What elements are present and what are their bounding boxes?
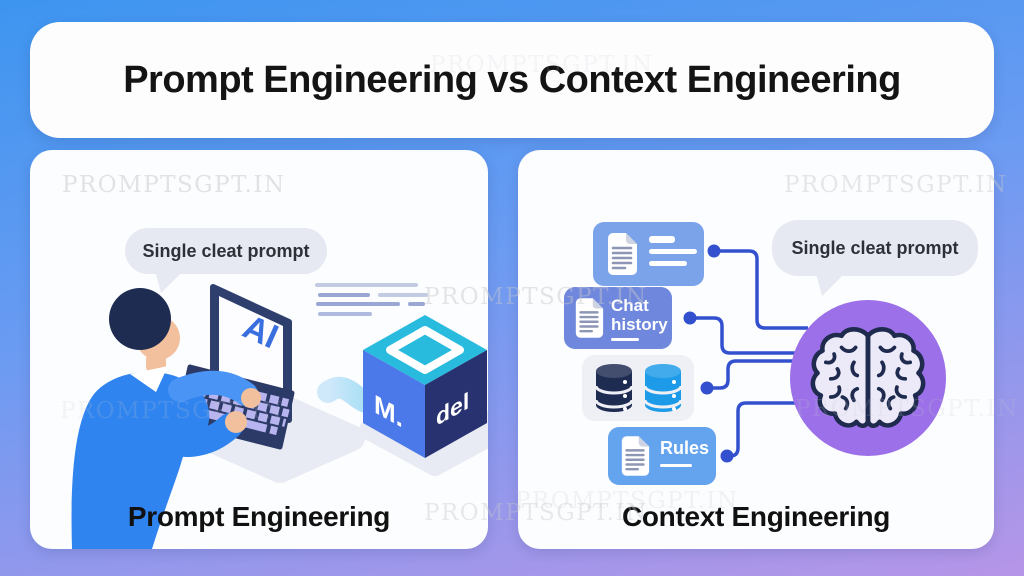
prompt-speech-bubble: Single cleat prompt — [125, 228, 327, 293]
model-cube-icon: M. del — [363, 315, 487, 458]
chat-history-card: Chat history — [564, 287, 672, 349]
database-blue-icon — [643, 362, 683, 414]
databases-card — [582, 355, 694, 421]
context-panel-caption: Context Engineering — [621, 501, 891, 532]
brain-hub — [790, 300, 946, 456]
brain-icon — [810, 327, 926, 428]
context-speech-bubble: Single cleat prompt — [772, 220, 978, 296]
text-lines-decoration — [315, 283, 428, 316]
text-bars-decoration — [649, 236, 697, 266]
connector-dots — [683, 244, 734, 463]
context-engineering-panel: Chat history Rules Single cleat prompt — [518, 150, 994, 549]
connector-lines — [683, 244, 808, 463]
document-icon — [573, 297, 605, 339]
label-underline — [611, 338, 639, 341]
document-icon — [619, 435, 651, 477]
rules-card: Rules — [608, 427, 716, 485]
speech-bubble-text: Single cleat prompt — [791, 237, 959, 258]
title-card: Prompt Engineering vs Context Engineerin… — [30, 22, 994, 138]
speech-bubble-text: Single cleat prompt — [142, 240, 310, 261]
database-dark-icon — [594, 362, 634, 414]
page-title: Prompt Engineering vs Context Engineerin… — [123, 58, 901, 101]
document-icon — [605, 232, 639, 276]
person-icon — [71, 288, 261, 549]
label-underline — [660, 464, 692, 467]
chat-history-label: Chat history — [611, 296, 668, 334]
prompt-engineering-panel: Single cleat prompt — [30, 150, 488, 549]
prompt-panel-caption: Prompt Engineering — [127, 501, 391, 532]
documents-card — [593, 222, 704, 286]
rules-label: Rules — [660, 438, 710, 458]
person-typing-at-laptop-illustration: AI M. del — [71, 283, 488, 549]
